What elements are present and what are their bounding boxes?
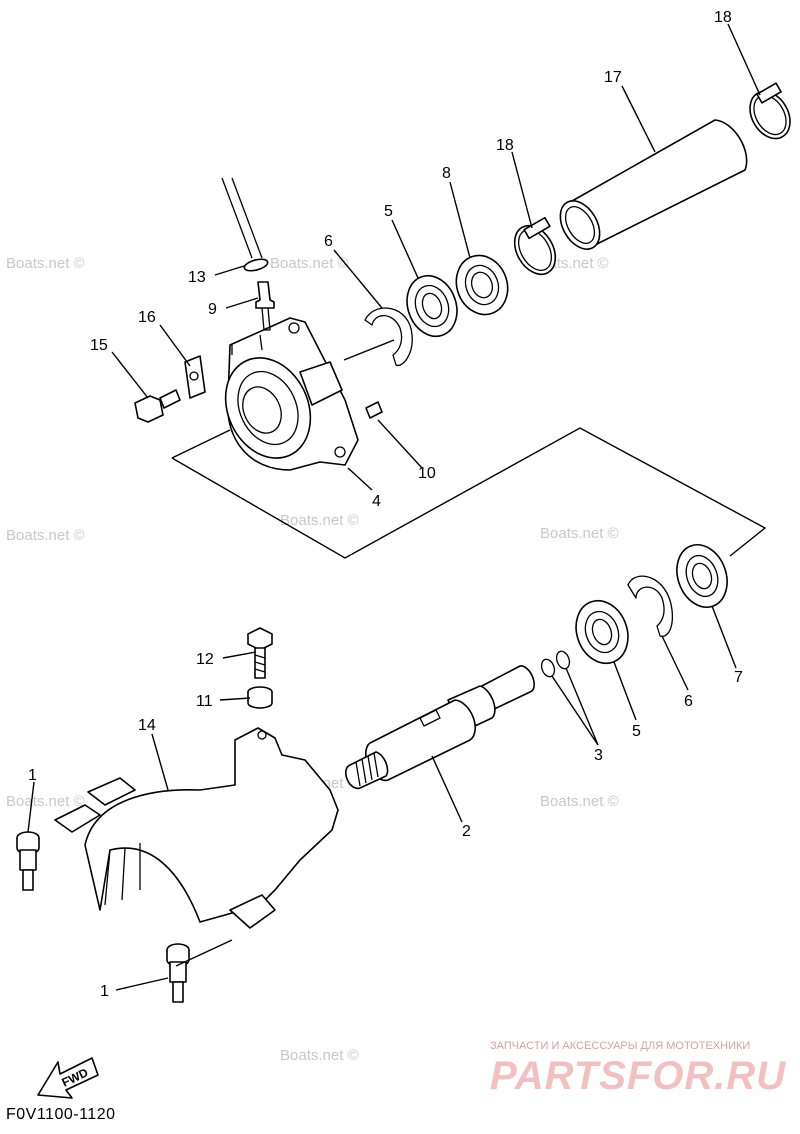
fwd-arrow-icon: FWD [37,1057,99,1099]
bearing-8 [455,254,509,316]
callout-18-mid: 18 [496,137,514,154]
callout-5-top: 5 [384,203,393,220]
assembly-outline [171,427,767,559]
hose-clamp-18-top [749,82,791,140]
watermark: Boats.net © [6,527,85,544]
callout-6-top: 6 [324,233,333,250]
callout-13: 13 [188,269,206,286]
o-rings-3 [540,650,571,678]
callout-12: 12 [196,651,214,668]
bolt-12 [247,627,273,679]
shaft-2 [344,665,535,790]
callout-18-top: 18 [714,9,732,26]
hose-clamp-18-mid [513,216,557,276]
callout-1-bottom: 1 [100,983,109,1000]
tube-17 [559,119,748,250]
callout-11: 11 [196,693,213,710]
callout-7: 7 [734,669,743,686]
bearing-5-bottom [575,599,629,665]
mount-1-bottom [166,943,190,1003]
housing-4 [224,317,359,471]
diagram-code: F0V1100-1120 [6,1106,116,1123]
watermark: Boats.net © [6,793,85,810]
callout-17: 17 [604,69,622,86]
callout-16: 16 [138,309,156,326]
housing-14 [54,727,339,929]
callout-4: 4 [372,493,381,510]
collar-11 [247,686,273,709]
callout-6-bottom: 6 [684,693,693,710]
callout-10: 10 [418,465,436,482]
callout-15: 15 [90,337,108,354]
fitting-9 [221,177,275,331]
watermark: Boats.net © [280,1047,359,1064]
watermark: Boats.net © [280,512,359,529]
bearing-7 [676,544,728,608]
watermark: Boats.net © [540,793,619,810]
brand-logo: PARTSFOR.RU [490,1054,787,1098]
watermark: Boats.net © [6,255,85,272]
mount-1-top [16,831,40,891]
snap-ring-6-top [364,307,413,367]
callouts: 18 17 18 8 5 6 13 9 16 15 10 4 12 11 14 … [28,9,743,1000]
callout-2: 2 [462,823,471,840]
callout-8: 8 [442,165,451,182]
pin-10 [365,401,383,419]
bracket-16 [184,355,206,399]
callout-5-bottom: 5 [632,723,641,740]
watermark: Boats.net © [540,525,619,542]
snap-ring-6-bottom [627,575,674,637]
callout-9: 9 [208,301,217,318]
bolt-15 [134,389,181,423]
callout-3: 3 [594,747,603,764]
callout-1-top: 1 [28,767,37,784]
leader-lines [27,23,761,991]
watermark: Boats.net © [270,255,349,272]
brand-subtitle: ЗАПЧАСТИ И АКСЕССУАРЫ ДЛЯ МОТОТЕХНИКИ [490,1040,751,1052]
bearing-5-top [406,274,458,338]
callout-14: 14 [138,717,156,734]
